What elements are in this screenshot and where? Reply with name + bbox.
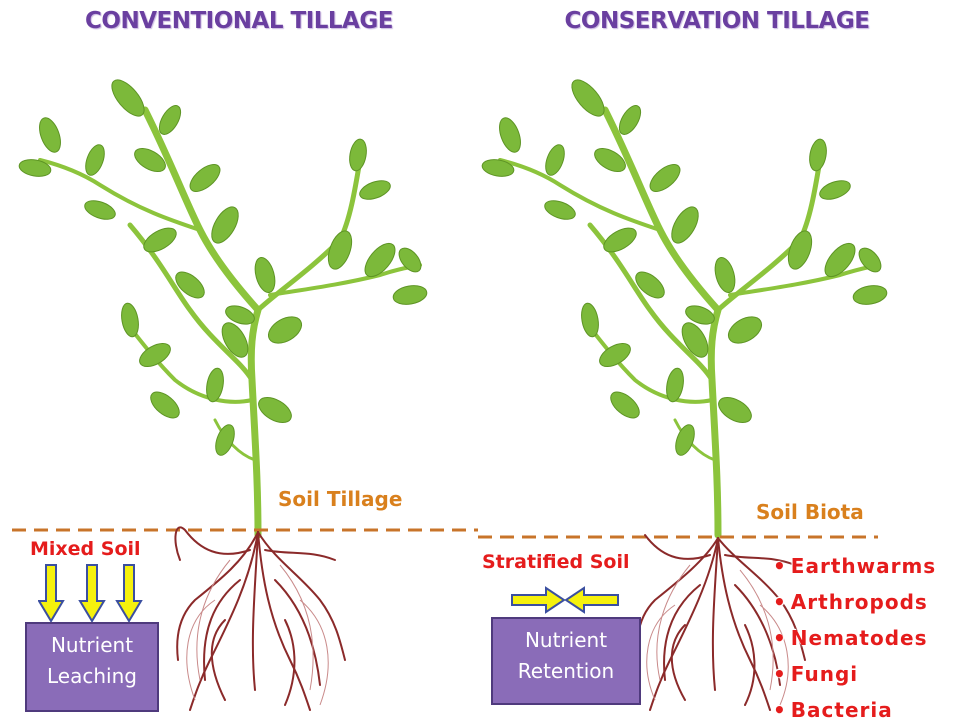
- panel-title: CONVENTIONAL TILLAGE: [0, 8, 478, 34]
- biota-item: •Earthwarms: [773, 548, 936, 584]
- nutrient-retention-box: Nutrient Retention: [491, 617, 641, 705]
- soil-biota-list: •Earthwarms •Arthropods •Nematodes •Fung…: [773, 548, 936, 728]
- stratified-soil-label: Stratified Soil: [482, 551, 630, 573]
- biota-item-label: Nematodes: [791, 626, 928, 650]
- biota-item-label: Arthropods: [791, 590, 928, 614]
- down-arrow-icon: [38, 563, 148, 625]
- mixed-soil-label: Mixed Soil: [30, 538, 141, 560]
- biota-item: •Nematodes: [773, 620, 936, 656]
- biota-item-label: Earthwarms: [791, 554, 936, 578]
- conventional-tillage-panel: CONVENTIONAL TILLAGE: [0, 0, 478, 720]
- biota-item-label: Bacteria: [791, 698, 893, 722]
- box-line-1: Nutrient: [493, 625, 639, 656]
- biota-item: •Bacteria: [773, 692, 936, 728]
- soil-biota-label: Soil Biota: [756, 500, 864, 524]
- nutrient-leaching-box: Nutrient Leaching: [25, 622, 159, 712]
- box-line-2: Leaching: [27, 661, 157, 692]
- biota-item-label: Fungi: [791, 662, 858, 686]
- converging-arrows-icon: [510, 586, 620, 614]
- biota-item: •Arthropods: [773, 584, 936, 620]
- box-line-2: Retention: [493, 656, 639, 687]
- soil-tillage-label: Soil Tillage: [278, 487, 402, 511]
- box-line-1: Nutrient: [27, 630, 157, 661]
- biota-item: •Fungi: [773, 656, 936, 692]
- panel-title: CONSERVATION TILLAGE: [478, 8, 956, 34]
- root-system: [175, 527, 345, 710]
